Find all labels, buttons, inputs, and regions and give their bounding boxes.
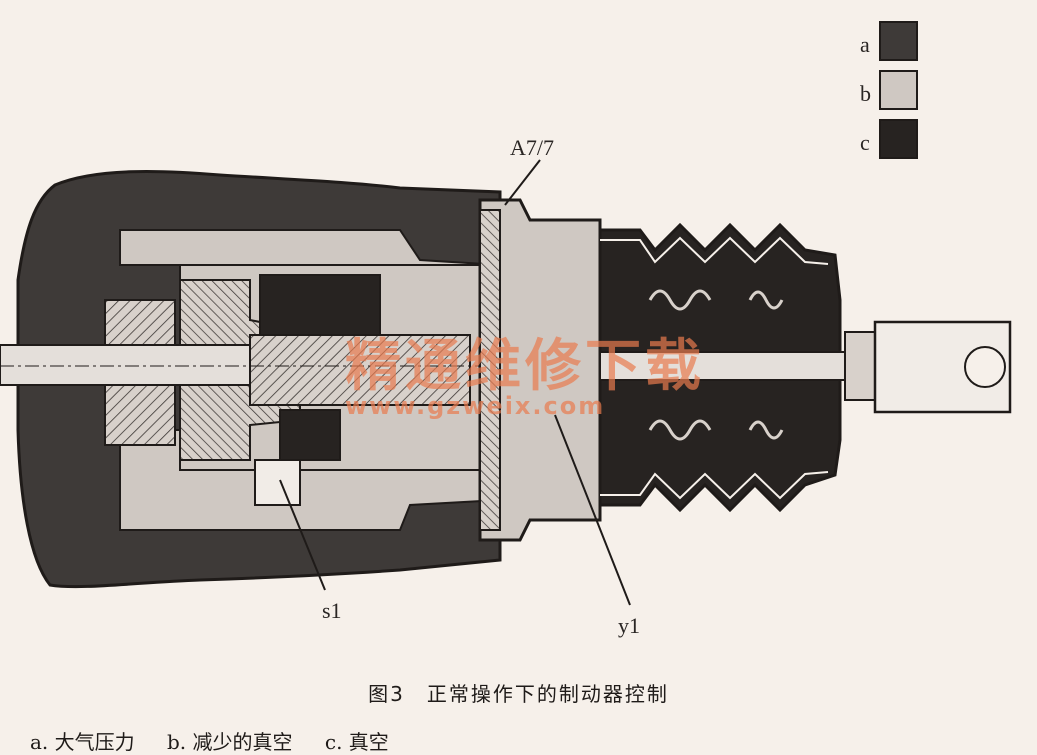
legend: abc — [860, 21, 918, 159]
leader-s1 — [279, 479, 326, 591]
legend-text-b: b. 减少的真空 — [167, 730, 293, 754]
legend-text: a. 大气压力 b. 减少的真空 c. 真空 — [30, 726, 415, 755]
figure-caption: 图3 正常操作下的制动器控制 — [368, 682, 669, 706]
vacuum-lower — [279, 409, 341, 461]
legend-text-c: c. 真空 — [324, 730, 389, 754]
vacuum-upper — [259, 274, 381, 336]
bellows-outline-lower — [600, 471, 829, 500]
legend-text-a: a. 大气压力 — [30, 730, 135, 754]
label-a77: A7/7 — [510, 135, 554, 160]
watermark-url: www.gzweix.com — [345, 392, 605, 420]
brake-booster-diagram: 精通维修下载 www.gzweix.com A7/7 s1 y1 abc — [0, 21, 1012, 638]
spring-lower — [648, 419, 712, 441]
label-y1: y1 — [618, 613, 640, 638]
leader-a77 — [504, 159, 541, 206]
legend-key-c: c — [860, 130, 870, 155]
spring-detail-b — [748, 420, 784, 440]
legend-swatch-c — [879, 119, 918, 159]
legend-swatch-a — [879, 21, 918, 61]
sensor-s1-block — [254, 459, 301, 506]
spring-upper — [648, 289, 712, 311]
spring-detail-a — [748, 290, 784, 310]
input-rod — [599, 351, 851, 381]
legend-swatch-b — [879, 70, 918, 110]
watermark-cn: 精通维修下载 — [345, 334, 705, 399]
flange-plate — [479, 209, 501, 531]
legend-key-b: b — [860, 81, 871, 106]
clevis-pin-hole — [964, 346, 1006, 388]
legend-key-a: a — [860, 32, 870, 57]
output-rod — [0, 344, 251, 386]
leader-y1 — [554, 414, 631, 606]
label-s1: s1 — [322, 598, 342, 623]
bellows-outline — [600, 236, 829, 265]
rod-coupling — [844, 331, 876, 401]
